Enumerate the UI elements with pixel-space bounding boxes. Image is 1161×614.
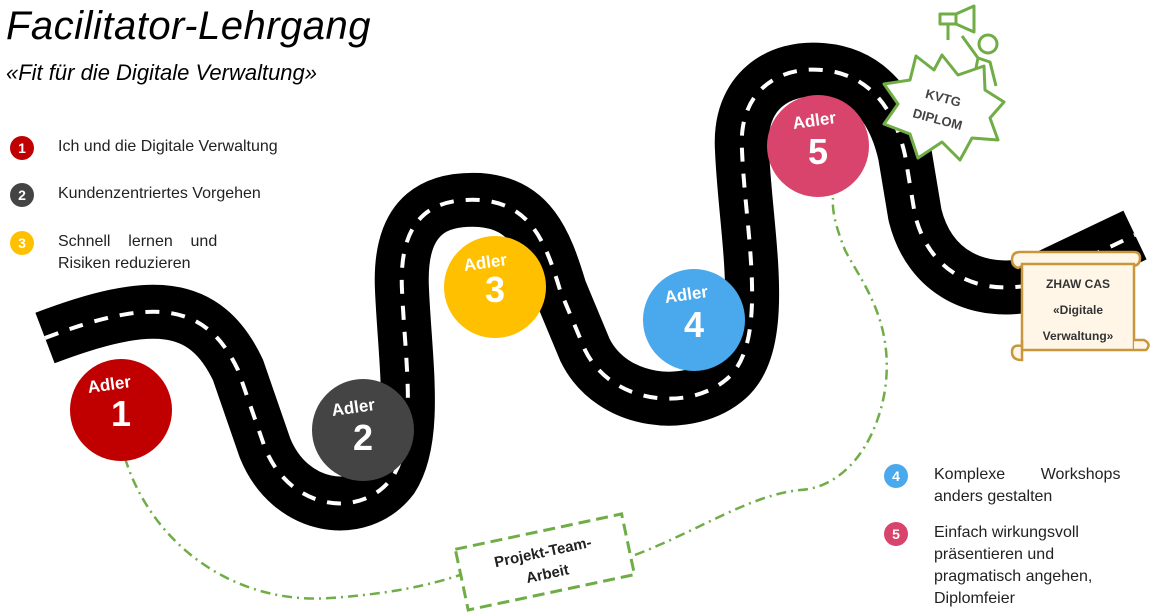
milestone-2: Adler 2 (312, 379, 414, 481)
module-1-label: Ich und die Digitale Verwaltung (58, 136, 278, 158)
page-title: Facilitator-Lehrgang (6, 4, 371, 49)
module-3-item: 3 Schnell lernen und Risiken reduzieren (10, 231, 258, 275)
module-4-item: 4 Komplexe Workshops anders gestalten (884, 464, 1120, 508)
project-team-box: Projekt-Team- Arbeit (455, 514, 634, 610)
module-5-label-line2: präsentieren und (934, 544, 1092, 566)
module-4-label-line2: anders gestalten (934, 486, 1120, 508)
module-1-badge: 1 (10, 136, 34, 160)
milestone-4: Adler 4 (643, 269, 745, 371)
milestone-1-number: 1 (111, 393, 131, 434)
scroll-line2: «Digitale (1053, 303, 1103, 317)
milestone-5: Adler 5 (767, 95, 869, 197)
module-2-label: Kundenzentriertes Vorgehen (58, 183, 261, 205)
module-4-label-line1: Komplexe Workshops (934, 464, 1120, 486)
milestone-1: Adler 1 (70, 359, 172, 461)
module-5-label-line1: Einfach wirkungsvoll (934, 522, 1092, 544)
module-5-label-line3: pragmatisch angehen, (934, 566, 1092, 588)
module-3-badge: 3 (10, 231, 34, 255)
module-4-badge: 4 (884, 464, 908, 488)
module-5-label-line4: Diplomfeier (934, 588, 1092, 610)
scroll-line3: Verwaltung» (1043, 329, 1114, 343)
certificate-scroll-icon: ZHAW CAS «Digitale Verwaltung» (1012, 252, 1149, 360)
milestone-4-number: 4 (684, 304, 704, 345)
module-3-label-line1: Schnell lernen und (58, 231, 258, 253)
milestone-3-number: 3 (485, 269, 505, 310)
module-5-item: 5 Einfach wirkungsvoll präsentieren und … (884, 522, 1092, 610)
module-2-badge: 2 (10, 183, 34, 207)
module-3-label-line2: Risiken reduzieren (58, 253, 258, 275)
milestone-2-number: 2 (353, 417, 373, 458)
module-5-badge: 5 (884, 522, 908, 546)
module-1-item: 1 Ich und die Digitale Verwaltung (10, 136, 278, 160)
milestone-3: Adler 3 (444, 236, 546, 338)
scroll-line1: ZHAW CAS (1046, 277, 1110, 291)
milestone-5-number: 5 (808, 131, 828, 172)
page-subtitle: «Fit für die Digitale Verwaltung» (6, 60, 317, 86)
module-2-item: 2 Kundenzentriertes Vorgehen (10, 183, 261, 207)
